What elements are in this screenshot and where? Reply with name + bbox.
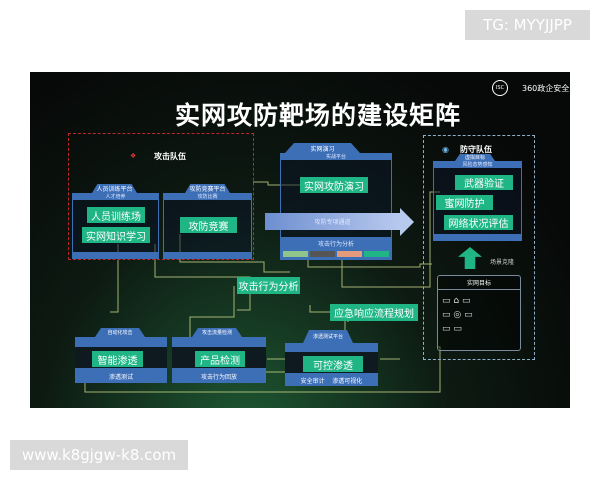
defense-footer-bar <box>433 234 522 240</box>
chip <box>310 251 335 257</box>
bottom-item: 产品检测 <box>195 351 245 367</box>
training-item: 实网知识学习 <box>82 227 150 243</box>
exercise-item: 实网攻防演习 <box>300 177 368 193</box>
bottom-footer: 安全审计 渗透可视化 <box>300 378 363 385</box>
contest-tab: 攻防竞赛平台 <box>185 184 230 193</box>
exercise-analysis-label: 攻击行为分析 <box>317 241 354 248</box>
analysis-chips <box>283 251 389 257</box>
slide-title: 实网攻防靶场的建设矩阵 <box>175 101 462 130</box>
defense-tab: 虚拟目标 <box>455 154 495 161</box>
bottom-tab: 自动化攻击 <box>95 328 145 337</box>
contest-footer-bar <box>163 252 252 258</box>
contest-sub: 攻防比赛 <box>163 193 252 200</box>
real-target-box: 实网目标 ▭ ⌂ ▭▭ ◎ ▭▭ ▭ <box>437 275 521 351</box>
bottom-item: 智能渗透 <box>92 351 143 367</box>
contest-item: 攻防竞赛 <box>180 217 237 233</box>
attack-team-box <box>68 133 254 260</box>
training-item: 人员训练场 <box>87 207 145 223</box>
bottom-footer: 渗透测试 <box>108 374 133 381</box>
bottom-tab: 攻击流量检测 <box>192 328 242 337</box>
chip <box>364 251 389 257</box>
attack-team-label: 攻击队伍 <box>154 152 186 161</box>
defense-team-icon: ◉ <box>442 145 449 154</box>
training-footer-bar <box>72 252 159 258</box>
arrow-head-icon <box>400 208 414 236</box>
training-sub: 人才培养 <box>72 193 159 200</box>
defense-team-box <box>423 135 535 360</box>
training-panel <box>72 193 159 259</box>
exercise-sub: 实战平台 <box>280 153 392 160</box>
watermark-top: TG: MYYJJPP <box>465 10 590 40</box>
brand-logo: 360政企安全 <box>522 84 570 93</box>
defense-item: 武器验证 <box>455 175 513 190</box>
slide: 实网攻防靶场的建设矩阵 ISC 360政企安全 ❖ 攻击队伍 人员训练平台 人才… <box>30 72 570 408</box>
clone-label: 场景克隆 <box>490 259 515 266</box>
exercise-tab: 实网演习 <box>285 143 360 153</box>
chip <box>337 251 362 257</box>
isc-logo: ISC <box>492 80 508 96</box>
chip <box>283 251 308 257</box>
bottom-item: 可控渗透 <box>303 356 363 372</box>
attack-team-icon: ❖ <box>130 152 137 160</box>
training-tab: 人员训练平台 <box>92 184 137 193</box>
defense-team-label: 防守队伍 <box>460 145 492 154</box>
watermark-bottom: www.k8gjgw-k8.com <box>10 440 188 470</box>
defense-item: 蜜网防护 <box>436 195 493 210</box>
bottom-tab: 渗透测试平台 <box>303 330 353 343</box>
defense-item: 网络状况评估 <box>444 215 513 230</box>
defense-sub: 风险态势感知 <box>433 161 522 168</box>
bottom-footer: 攻击行为回放 <box>200 374 237 381</box>
channel-arrow: 攻防专项通道 <box>265 213 400 230</box>
emergency-planning: 应急响应流程规划 <box>330 304 418 321</box>
attack-analysis: 攻击行为分析 <box>237 277 300 294</box>
network-diagram-icon: ▭ ⌂ ▭▭ ◎ ▭▭ ▭ <box>442 296 473 334</box>
exercise-analysis: 攻击行为分析 <box>280 237 392 259</box>
real-target-label: 实网目标 <box>438 276 520 290</box>
